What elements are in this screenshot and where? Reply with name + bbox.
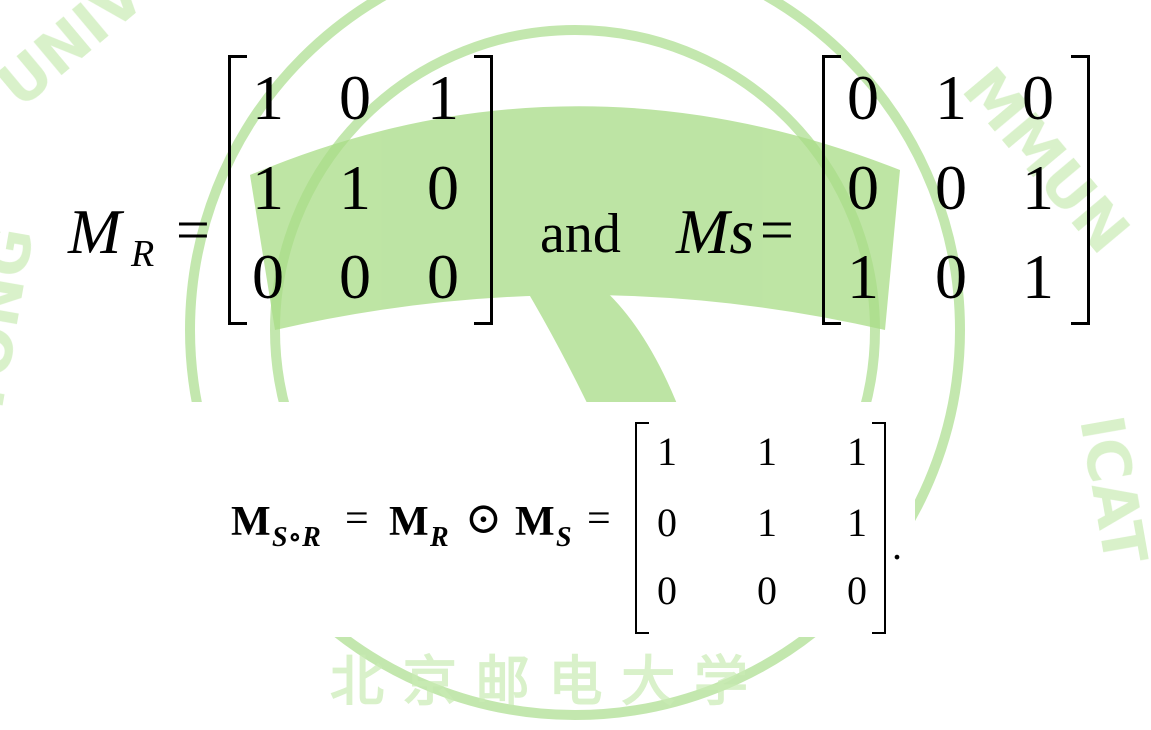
matrix-r-cell: 1: [339, 152, 371, 223]
matrix-r-cell: 0: [339, 62, 371, 133]
trailing-period: .: [892, 523, 902, 568]
result-matrix-right-bracket: [872, 422, 886, 634]
matrix-s-cell: 1: [935, 62, 967, 133]
matrix-r-cell: 0: [252, 241, 284, 312]
result-matrix-cell: 0: [657, 568, 677, 613]
matrix-r-cell: 1: [427, 62, 459, 133]
result-matrix-cell: 0: [757, 568, 777, 613]
symbol-M: M: [68, 196, 122, 267]
equation-relation-matrices: M R = 1 0 1 1 1 0 0 0 0 and Ms = 0 1 0 0…: [68, 55, 1090, 325]
equals-sign: =: [587, 496, 611, 542]
equals-sign: =: [345, 496, 369, 542]
matrix-r-cell: 0: [427, 152, 459, 223]
symbol-M: M: [515, 499, 555, 545]
matrix-r-right-bracket: [474, 55, 493, 325]
matrix-s-cell: 1: [1022, 241, 1054, 312]
equals-sign: =: [176, 197, 210, 263]
symbol-Ms: Ms: [676, 196, 755, 267]
subscript-R: R: [131, 233, 155, 275]
matrix-s-cell: 1: [1022, 152, 1054, 223]
subscript-composite: S∘R: [272, 522, 321, 553]
matrix-s-cell: 0: [935, 152, 967, 223]
matrix-r-cell: 0: [427, 241, 459, 312]
matrix-s-cell: 0: [847, 152, 879, 223]
matrix-s-left-bracket: [822, 55, 841, 325]
symbol-M: M: [231, 499, 271, 545]
matrix-s-cell: 0: [935, 241, 967, 312]
conjunction-and: and: [540, 203, 621, 265]
result-matrix-cell: 0: [657, 500, 677, 545]
result-matrix-cell: 1: [757, 429, 777, 474]
subscript-R: R: [430, 522, 449, 553]
matrix-r-cell: 1: [252, 152, 284, 223]
result-matrix-cell: 1: [847, 429, 867, 474]
result-matrix-left-bracket: [635, 422, 649, 634]
matrix-r-cell: 0: [339, 241, 371, 312]
matrix-r-cell: 1: [252, 62, 284, 133]
result-matrix-cell: 1: [757, 500, 777, 545]
result-matrix-cell: 1: [847, 500, 867, 545]
matrix-s-right-bracket: [1071, 55, 1090, 325]
svg-text:北 京 邮 电 大 学: 北 京 邮 电 大 学: [330, 650, 748, 713]
boolean-product-symbol: ⊙: [465, 494, 502, 543]
equals-sign: =: [760, 197, 794, 263]
symbol-M: M: [389, 499, 429, 545]
matrix-s-cell: 0: [847, 62, 879, 133]
matrix-r-left-bracket: [228, 55, 247, 325]
subscript-S: S: [556, 522, 572, 553]
result-matrix-cell: 0: [847, 568, 867, 613]
result-matrix-cell: 1: [657, 429, 677, 474]
matrix-s-cell: 1: [847, 241, 879, 312]
matrix-s-cell: 0: [1022, 62, 1054, 133]
equation-composite-boolean-product: M S∘R = M R ⊙ M S = 1 1 1 0 1 1 0 0 0 .: [147, 402, 915, 637]
svg-text:ICAT: ICAT: [1065, 410, 1151, 569]
